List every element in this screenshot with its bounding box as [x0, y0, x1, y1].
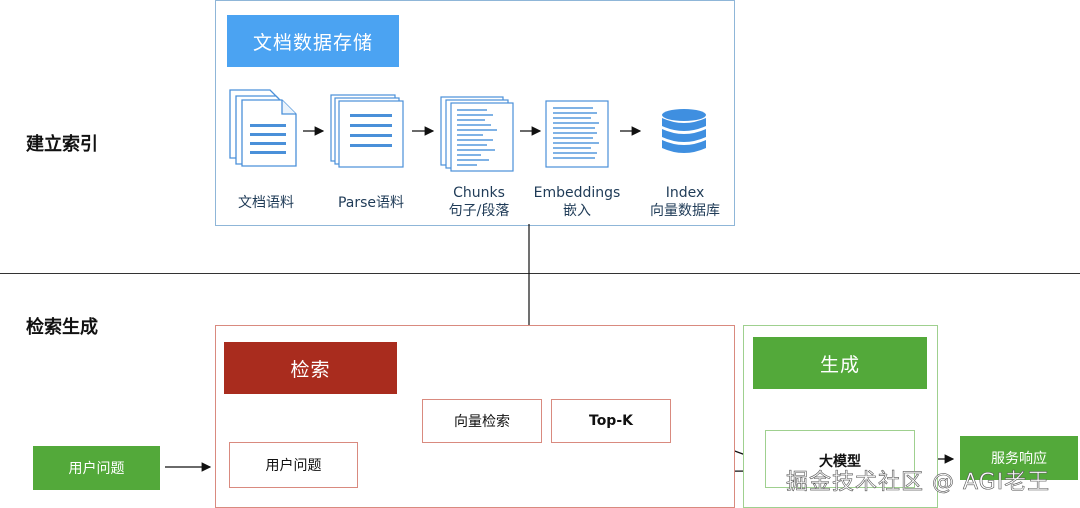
vector-search-node: 向量检索 [422, 399, 542, 443]
retrieval-title: 检索 [224, 342, 397, 394]
generation-title: 生成 [753, 337, 927, 389]
user-question-node: 用户问题 [229, 442, 358, 488]
input-user-question: 用户问题 [33, 446, 160, 490]
chunk-doc-icon [440, 96, 514, 172]
database-icon [662, 109, 706, 153]
embedding-icon [545, 100, 609, 168]
topk-node: Top-K [551, 399, 671, 443]
document-stack-icon [229, 89, 297, 167]
storage-title: 文档数据存储 [227, 15, 399, 67]
query-section-label: 检索生成 [26, 317, 98, 338]
step-caption-corpus: 文档语料 [238, 195, 294, 211]
step-caption-parse: Parse语料 [337, 195, 405, 211]
index-section-label: 建立索引 [26, 134, 98, 155]
parsed-doc-icon [330, 94, 404, 168]
service-response-node: 服务响应 [960, 436, 1078, 480]
watermark: 掘金技术社区 @ AGI老王 [786, 470, 1051, 496]
section-divider [0, 273, 1080, 274]
llm-node: 大模型 [765, 430, 915, 488]
